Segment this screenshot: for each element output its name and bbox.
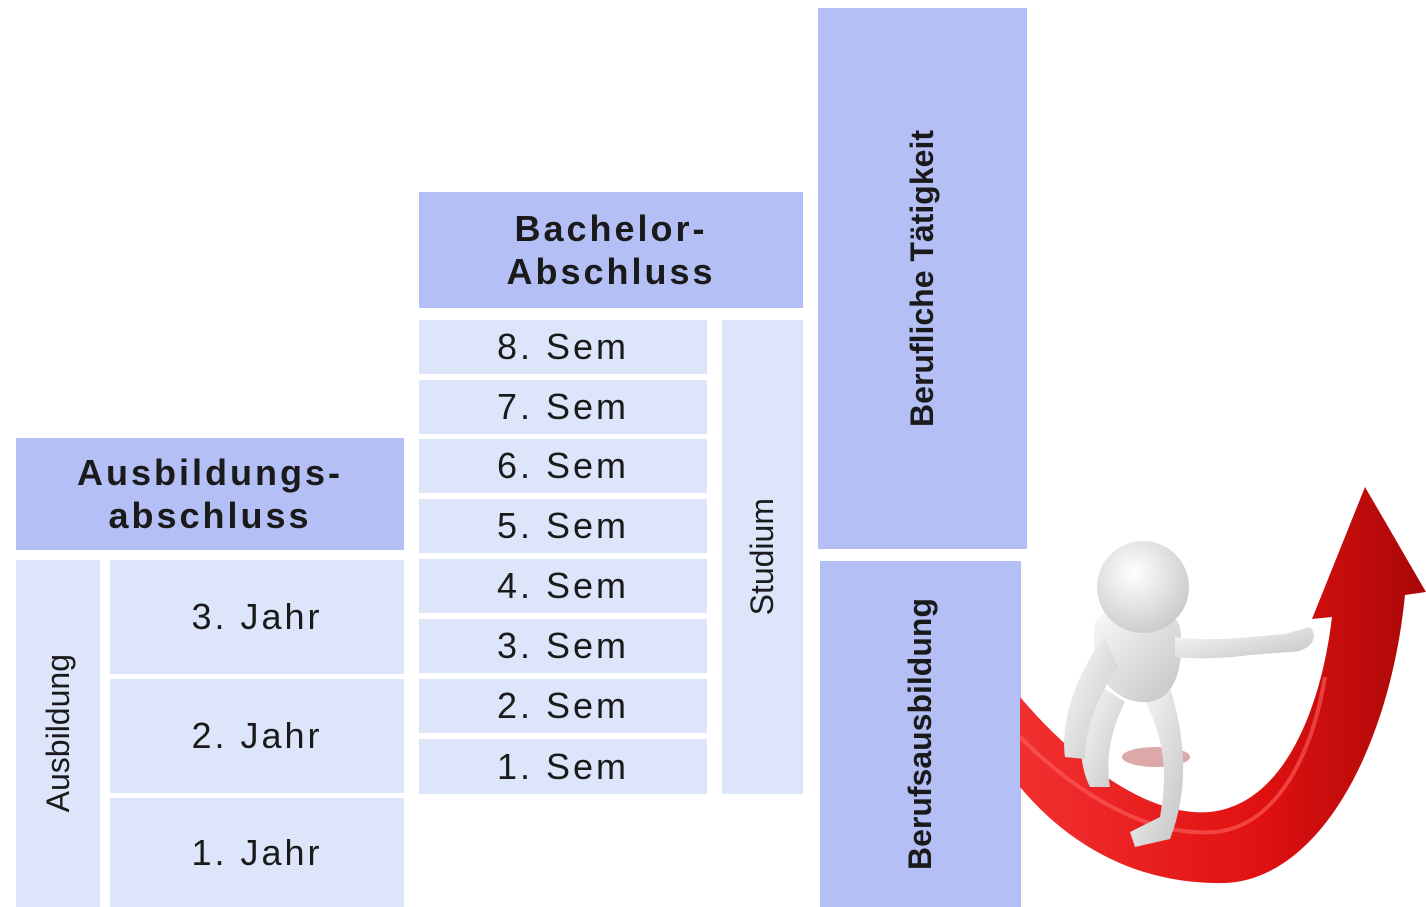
berufliche-taetigkeit-label: Berufliche Tätigkeit [904,130,940,427]
sem-5-label: 5. Sem [496,505,630,546]
sem-2-box: 2. Sem [419,679,707,733]
year-3-box: 3. Jahr [110,560,404,674]
sem-3-box: 3. Sem [419,619,707,673]
berufliche-taetigkeit-box: Berufliche Tätigkeit [818,8,1027,549]
year-1-box: 1. Jahr [110,798,404,907]
arrow-shaft-shape [1020,487,1426,884]
sem-3-label: 3. Sem [496,625,630,666]
studium-header: Bachelor- Abschluss [419,192,803,308]
year-2-box: 2. Jahr [110,679,404,793]
sem-1-label: 1. Sem [496,745,630,787]
sem-8-label: 8. Sem [496,326,630,367]
sem-6-label: 6. Sem [496,445,630,486]
studium-header-text: Bachelor- Abschluss [506,208,716,292]
ausbildung-side-label: Ausbildung [39,654,76,813]
sem-2-label: 2. Sem [496,685,630,726]
year-1-label: 1. Jahr [191,831,323,873]
career-arrow-illustration [1020,487,1426,884]
sem-8-box: 8. Sem [419,320,707,374]
studium-side-box: Studium [722,320,803,794]
sem-7-box: 7. Sem [419,380,707,434]
sem-4-box: 4. Sem [419,559,707,613]
sem-1-box: 1. Sem [419,739,707,794]
studium-side-label: Studium [744,498,780,616]
arrow-highlight-shape [1020,676,1327,835]
sem-6-box: 6. Sem [419,439,707,493]
sem-5-box: 5. Sem [419,499,707,553]
year-2-label: 2. Jahr [191,715,323,756]
year-3-label: 3. Jahr [191,596,323,637]
ausbildung-header-text: Ausbildungs- abschluss [77,452,343,536]
ausbildung-header: Ausbildungs- abschluss [16,438,404,550]
figure-icon [1064,541,1314,847]
sem-7-label: 7. Sem [496,386,630,427]
sem-4-label: 4. Sem [496,565,630,606]
ausbildung-side-box: Ausbildung [16,560,100,907]
berufsausbildung-label: Berufsausbildung [902,597,938,870]
berufsausbildung-box: Berufsausbildung [820,561,1021,907]
